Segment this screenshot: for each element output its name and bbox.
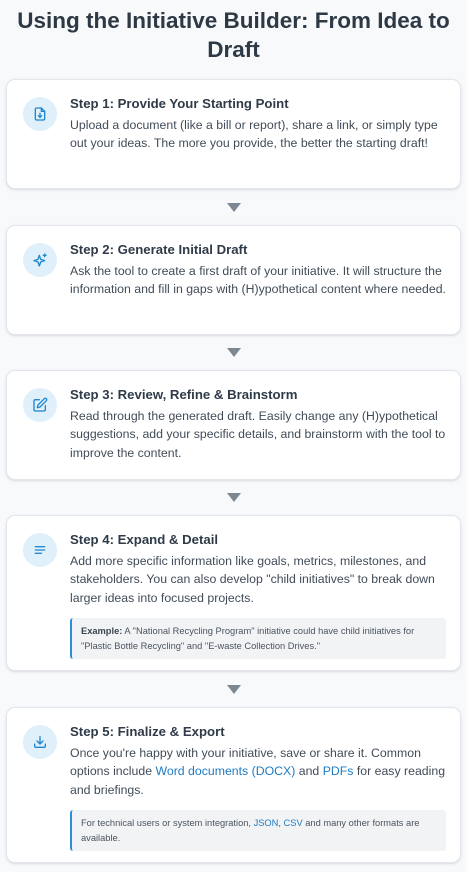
step-title: Step 5: Finalize & Export [70, 724, 225, 739]
example-text: A "National Recycling Program" initiativ… [81, 626, 415, 651]
step-title: Step 1: Provide Your Starting Point [70, 96, 289, 111]
step-card-4: Step 4: Expand & Detail Add more specifi… [6, 515, 461, 671]
down-arrow-icon [227, 685, 241, 694]
note-text: , [278, 818, 284, 828]
sparkle-icon [23, 243, 57, 277]
description-text: for easy reading and briefings. [70, 764, 446, 797]
step-title: Step 3: Review, Refine & Brainstorm [70, 387, 298, 402]
step-description: Ask the tool to create a first draft of … [70, 264, 446, 297]
step-card-5: Step 5: Finalize & Export Once you're ha… [6, 707, 461, 863]
document-arrow-icon [23, 97, 57, 131]
lines-icon [23, 533, 57, 567]
download-icon [23, 725, 57, 759]
step-card-1: Step 1: Provide Your Starting Point Uplo… [6, 79, 461, 189]
csv-link[interactable]: CSV [283, 818, 303, 828]
step-title: Step 4: Expand & Detail [70, 532, 219, 547]
example-note: Example: A "National Recycling Program" … [70, 618, 446, 659]
step-description: Upload a document (like a bill or report… [70, 118, 438, 151]
step-title: Step 2: Generate Initial Draft [70, 242, 248, 257]
down-arrow-icon [227, 493, 241, 502]
step-card-3: Step 3: Review, Refine & Brainstorm Read… [6, 370, 461, 480]
step-description: Read through the generated draft. Easily… [70, 409, 446, 460]
example-label: Example: [81, 626, 123, 636]
edit-pencil-icon [23, 388, 57, 422]
down-arrow-icon [227, 348, 241, 357]
page-title: Using the Initiative Builder: From Idea … [17, 8, 450, 62]
note-text: and many other formats are available. [81, 818, 420, 843]
description-text: Once you're happy with your initiative, … [70, 746, 421, 779]
technical-note: For technical users or system integratio… [70, 810, 446, 851]
step-description: Once you're happy with your initiative, … [70, 744, 446, 799]
step-card-2: Step 2: Generate Initial Draft Ask the t… [6, 225, 461, 335]
step-description: Add more specific information like goals… [70, 554, 435, 605]
pdf-link[interactable]: PDFs [322, 764, 354, 779]
json-link[interactable]: JSON [253, 818, 279, 828]
down-arrow-icon [227, 203, 241, 212]
docx-link[interactable]: Word documents (DOCX) [155, 764, 296, 779]
note-text: For technical users or system integratio… [81, 818, 254, 828]
description-text: and [295, 764, 323, 779]
